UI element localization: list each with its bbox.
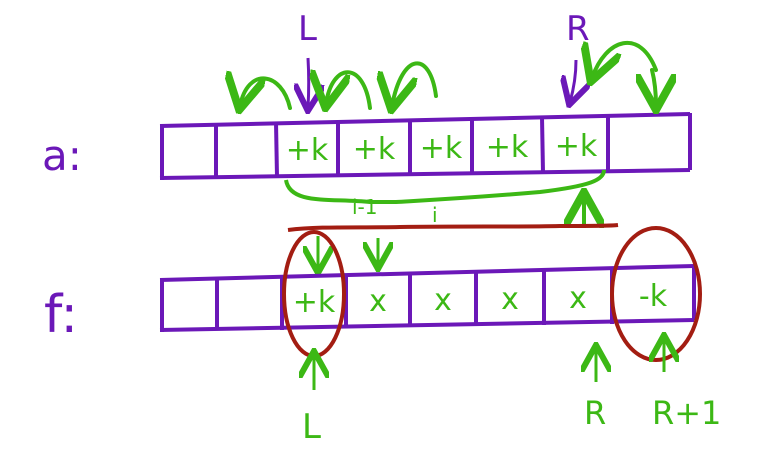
brace-fraction-1: i-1 xyxy=(352,195,378,219)
down-arrow-r-plus-1 xyxy=(652,68,656,106)
propagation-arrows xyxy=(240,40,658,108)
array-a-right-marker: R xyxy=(566,9,590,49)
array-a-cell-5: +k xyxy=(486,130,529,165)
array-a-cells: +k +k +k +k +k xyxy=(286,129,598,168)
array-f-cells: +k x x x x -k xyxy=(293,279,668,320)
curve-arrow-2 xyxy=(326,72,372,108)
difference-brace xyxy=(284,169,606,204)
array-a-cell-2: +k xyxy=(286,133,329,168)
array-f-label: f: xyxy=(44,285,78,345)
curve-arrow-4 xyxy=(592,40,658,78)
array-a xyxy=(159,112,692,180)
array-a-cell-3: +k xyxy=(353,132,396,167)
curve-arrow-1 xyxy=(240,78,292,108)
curve-arrow-3 xyxy=(392,61,438,106)
array-f-right-plus-one-marker: R+1 xyxy=(652,394,721,432)
array-f-cell-6: x xyxy=(569,281,587,316)
array-f-left-marker: L xyxy=(302,407,321,447)
array-f-right-marker: R xyxy=(584,394,606,432)
brace-fraction-2: i xyxy=(432,203,438,227)
array-a-right-arrow xyxy=(570,59,576,102)
array-f-cell-2: +k xyxy=(293,285,336,320)
separator-line xyxy=(287,223,619,232)
array-a-cell-6: +k xyxy=(555,129,598,164)
array-f-cell-7: -k xyxy=(639,279,668,314)
array-f-cell-3: x xyxy=(369,284,387,319)
array-f-cell-4: x xyxy=(434,283,452,318)
array-a-left-arrow xyxy=(308,57,309,108)
array-a-label: a: xyxy=(42,131,82,180)
array-a-cell-4: +k xyxy=(420,131,463,166)
array-a-left-marker: L xyxy=(298,9,317,49)
array-f-cell-5: x xyxy=(501,282,519,317)
